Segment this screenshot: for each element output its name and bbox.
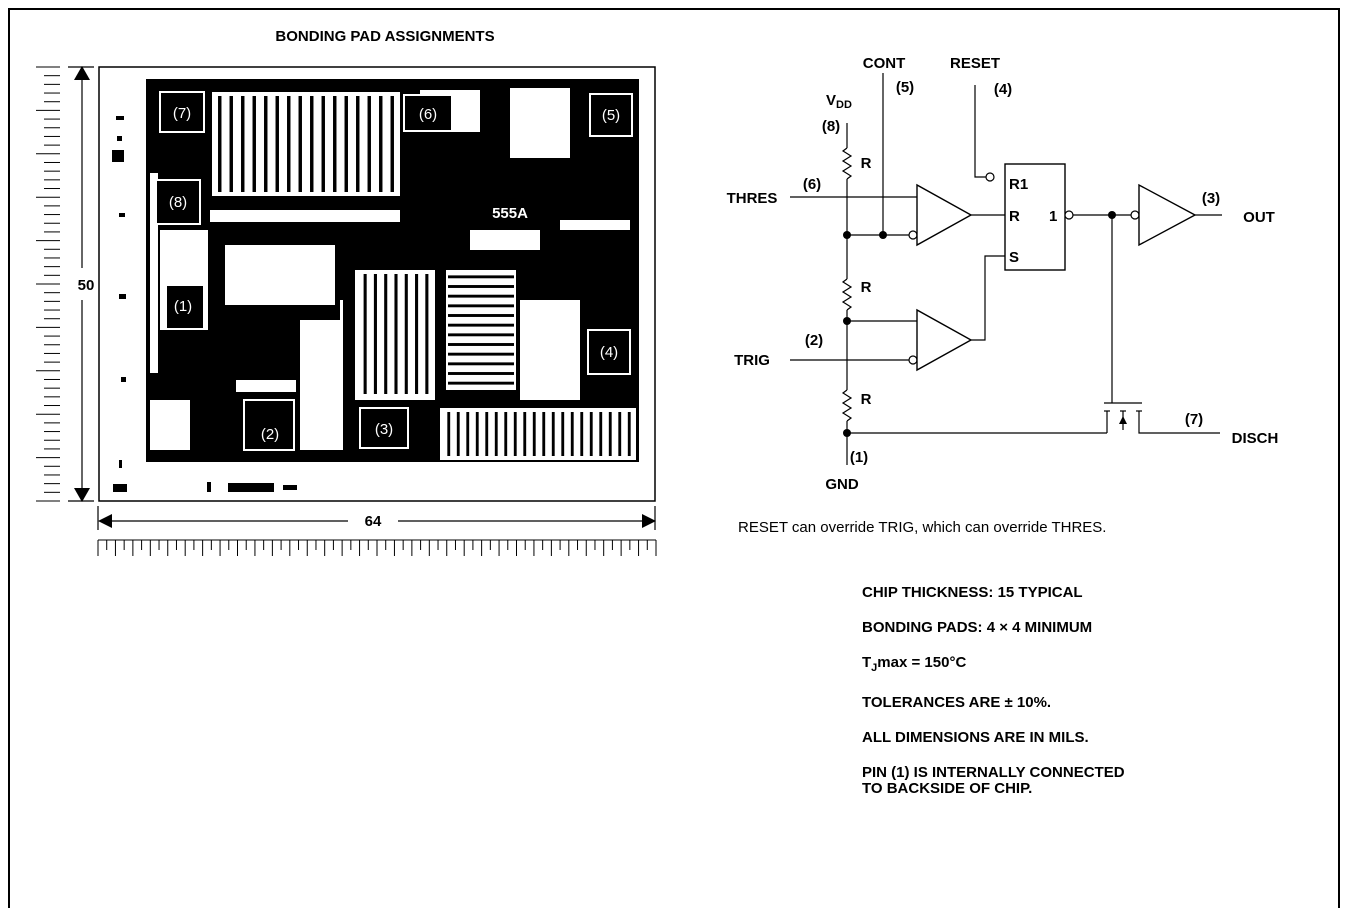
out-pin: (3) [1202,190,1220,207]
svg-text:(7): (7) [173,105,191,122]
flip-flop [1004,163,1066,271]
svg-text:(3): (3) [375,421,393,438]
resistor-middle [841,278,853,311]
comparator-lower [916,308,973,372]
junction-dot [843,231,851,239]
svg-text:(1): (1) [174,298,192,315]
schematic-caption: RESET can override TRIG, which can overr… [738,519,1107,536]
disch-label: DISCH [1232,430,1279,447]
note-tj-max: TJmax = 150°C [862,654,967,675]
ff-r1-label: R1 [1009,176,1028,193]
trig-pin: (2) [805,332,823,349]
ff-q-label: 1 [1049,208,1057,225]
junction-dot [843,317,851,325]
reset-pin: (4) [994,81,1012,98]
resistor-bottom [841,389,853,422]
svg-text:(6): (6) [419,106,437,123]
horizontal-ruler [97,539,657,556]
resistor-top [841,147,853,180]
ff-r-label: R [1009,208,1020,225]
note-dimensions: ALL DIMENSIONS ARE IN MILS. [862,729,1089,746]
chip-marking: 555A [492,205,528,222]
output-buffer [1138,183,1197,247]
bond-pad-5: (5) [589,93,633,137]
thres-label: THRES [727,190,778,207]
width-label: 64 [365,513,382,530]
bond-pad-8: (8) [155,179,201,225]
bond-pad-3: (3) [359,407,409,449]
note-pin1: PIN (1) IS INTERNALLY CONNECTED TO BACKS… [862,764,1125,797]
note-bonding-pads: BONDING PADS: 4 × 4 MINIMUM [862,619,1093,636]
die-photo: (7) (6) (5) (8) (1) (4) (2) (3) [112,79,639,492]
comparator-upper [916,183,973,247]
die-title: BONDING PAD ASSIGNMENTS [275,28,494,45]
vdd-pin: (8) [822,118,840,135]
trig-label: TRIG [734,352,770,369]
cont-label: CONT [863,55,906,72]
junction-dot [879,231,887,239]
height-label: 50 [78,277,95,294]
vdd-label: VDD [826,92,852,111]
schematic: R1 R S 1 CONT (5) RESET (4) VDD (8) R R [727,55,1279,493]
bond-pad-7: (7) [159,91,205,133]
bond-pad-4: (4) [587,329,631,375]
disch-pin: (7) [1185,411,1203,428]
svg-text:(4): (4) [600,344,618,361]
page-frame [8,8,1340,908]
gnd-pin: (1) [850,449,868,466]
thres-pin: (6) [803,176,821,193]
junction-dot [843,429,851,437]
vertical-ruler [36,66,60,502]
bond-pad-6: (6) [403,94,453,132]
notes-list: CHIP THICKNESS: 15 TYPICAL BONDING PADS:… [862,585,1302,816]
note-chip-thickness: CHIP THICKNESS: 15 TYPICAL [862,584,1083,601]
gnd-label: GND [825,476,859,493]
resistor-label-top: R [861,155,872,172]
svg-text:(2): (2) [261,426,279,443]
svg-text:(8): (8) [169,194,187,211]
cont-pin: (5) [896,79,914,96]
resistor-label-bottom: R [861,391,872,408]
out-label: OUT [1243,209,1275,226]
height-dimension-arrow [68,66,94,502]
reset-label: RESET [950,55,1000,72]
svg-text:(5): (5) [602,107,620,124]
resistor-label-middle: R [861,279,872,296]
width-dimension-arrow [97,506,656,530]
bond-pad-2: (2) [243,399,295,451]
bond-pad-1: (1) [165,284,205,330]
note-tolerances: TOLERANCES ARE ± 10%. [862,694,1052,711]
ff-s-label: S [1009,249,1019,266]
